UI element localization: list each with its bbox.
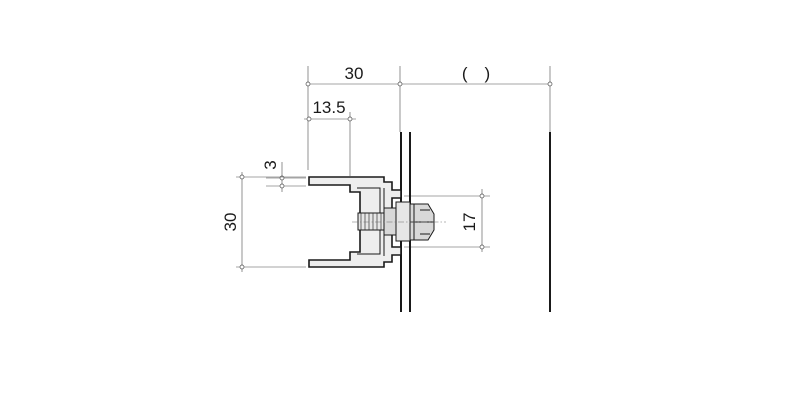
- dimension-top-gap: ( ): [462, 64, 490, 83]
- rail-profile: [308, 176, 402, 268]
- dimension-bolt-spacing: 17: [460, 213, 479, 232]
- dimension-lip-thickness: 3: [261, 160, 280, 169]
- bolt-dimension-line: [404, 189, 490, 252]
- flange-dimension-line: [304, 112, 356, 176]
- dimension-rail-height: 30: [221, 213, 240, 232]
- lip-dimension-line: [266, 162, 306, 192]
- top-dimension-line: [305, 66, 553, 170]
- dimension-top-width: 30: [345, 64, 364, 83]
- dimension-flange-width: 13.5: [312, 98, 345, 117]
- height-dimension-line: [236, 172, 306, 272]
